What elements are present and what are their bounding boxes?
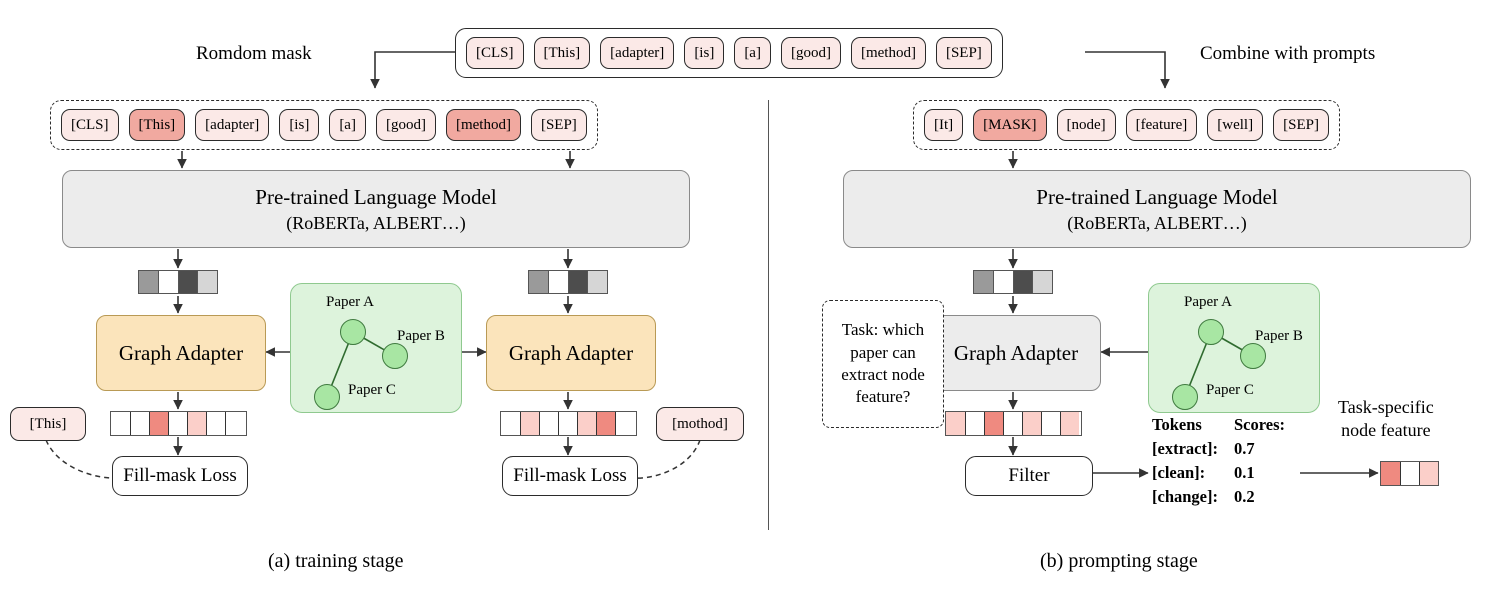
- graph-label-paper-a: Paper A: [326, 294, 374, 310]
- scores-row: [clean]: 0.1: [1152, 463, 1285, 483]
- masked-seq-token[interactable]: [adapter]: [195, 109, 270, 141]
- plm-title: Pre-trained Language Model: [1036, 184, 1278, 209]
- source-sentence-row: [CLS] [This] [adapter] [is] [a] [good] […: [455, 28, 1003, 78]
- score-token: [change]:: [1152, 487, 1218, 506]
- fill-mask-loss-right: Fill-mask Loss: [502, 456, 638, 496]
- masked-seq-token[interactable]: [a]: [329, 109, 366, 141]
- plm-box-training: Pre-trained Language Model (RoBERTa, ALB…: [62, 170, 690, 248]
- graph-node-paper-b[interactable]: [1240, 343, 1266, 369]
- scores-row: [extract]: 0.7: [1152, 439, 1285, 459]
- caption-training-stage: (a) training stage: [268, 550, 404, 572]
- score-value: 0.7: [1234, 439, 1255, 458]
- fill-mask-loss-left: Fill-mask Loss: [112, 456, 248, 496]
- graph-node-paper-a[interactable]: [1198, 319, 1224, 345]
- graph-adapter-left[interactable]: Graph Adapter: [96, 315, 266, 391]
- graph-label-paper-c: Paper C: [348, 382, 396, 398]
- section-divider: [768, 100, 770, 530]
- masked-sequence-row: [CLS] [This] [adapter] [is] [a] [good] […: [50, 100, 598, 150]
- masked-seq-token[interactable]: [is]: [279, 109, 320, 141]
- score-token: [clean]:: [1152, 463, 1206, 482]
- graph-label-paper-c: Paper C: [1206, 382, 1254, 398]
- graph-adapter-prompting[interactable]: Graph Adapter: [931, 315, 1101, 391]
- tsnf-line1: Task-specific: [1338, 397, 1434, 417]
- caption-prompting-stage: (b) prompting stage: [1040, 550, 1198, 572]
- target-token-left[interactable]: [This]: [10, 407, 86, 441]
- graph-node-paper-c[interactable]: [314, 384, 340, 410]
- hidden-embedding-strip-left: [138, 270, 218, 294]
- task-question-box: Task: which paper can extract node featu…: [822, 300, 944, 428]
- citation-graph-panel-prompting: Paper A Paper B Paper C: [1148, 283, 1320, 413]
- prompt-token[interactable]: [feature]: [1125, 109, 1198, 141]
- graph-node-paper-c[interactable]: [1172, 384, 1198, 410]
- source-token[interactable]: [method]: [850, 37, 926, 69]
- plm-subtitle: (RoBERTa, ALBERT…): [286, 212, 466, 233]
- graph-label-paper-a: Paper A: [1184, 294, 1232, 310]
- prompt-token[interactable]: [node]: [1056, 109, 1116, 141]
- masked-seq-token-masked[interactable]: [method]: [445, 109, 521, 141]
- source-token[interactable]: [CLS]: [466, 37, 524, 69]
- source-token[interactable]: [adapter]: [600, 37, 675, 69]
- score-value: 0.1: [1234, 463, 1255, 482]
- hidden-embedding-strip-prompting: [973, 270, 1053, 294]
- scores-header-scores: Scores:: [1234, 415, 1286, 434]
- masked-seq-token[interactable]: [good]: [375, 109, 436, 141]
- graph-adapter-right[interactable]: Graph Adapter: [486, 315, 656, 391]
- graph-node-paper-a[interactable]: [340, 319, 366, 345]
- scores-header-tokens: Tokens: [1152, 415, 1202, 434]
- target-token-right[interactable]: [mothod]: [656, 407, 744, 441]
- output-strip-prompting: [945, 411, 1082, 436]
- scores-row: [change]: 0.2: [1152, 487, 1285, 507]
- score-value: 0.2: [1234, 487, 1255, 506]
- task-specific-node-feature-label: Task-specific node feature: [1338, 396, 1434, 441]
- citation-graph-panel-training: Paper A Paper B Paper C: [290, 283, 462, 413]
- combine-with-prompts-label: Combine with prompts: [1200, 43, 1376, 64]
- plm-title: Pre-trained Language Model: [255, 184, 497, 209]
- task-specific-node-feature-strip: [1380, 461, 1439, 486]
- masked-seq-token[interactable]: [SEP]: [530, 109, 587, 141]
- source-token[interactable]: [SEP]: [935, 37, 992, 69]
- scores-table: Tokens Scores: [extract]: 0.7 [clean]: 0…: [1152, 415, 1285, 507]
- prompt-token[interactable]: [SEP]: [1273, 109, 1329, 141]
- masked-seq-token[interactable]: [CLS]: [61, 109, 119, 141]
- source-token[interactable]: [This]: [533, 37, 591, 69]
- random-mask-label: Romdom mask: [196, 43, 312, 64]
- score-token: [extract]:: [1152, 439, 1218, 458]
- tsnf-line2: node feature: [1341, 419, 1431, 440]
- prompt-sequence-row: [It] [MASK] [node] [feature] [well] [SEP…: [913, 100, 1340, 150]
- plm-box-prompting: Pre-trained Language Model (RoBERTa, ALB…: [843, 170, 1471, 248]
- plm-subtitle: (RoBERTa, ALBERT…): [1067, 212, 1247, 233]
- output-strip-left: [110, 411, 247, 436]
- masked-seq-token-masked[interactable]: [This]: [128, 109, 186, 141]
- source-token[interactable]: [good]: [780, 37, 841, 69]
- source-token[interactable]: [is]: [684, 37, 725, 69]
- hidden-embedding-strip-right: [528, 270, 608, 294]
- output-strip-right: [500, 411, 637, 436]
- prompt-token[interactable]: [well]: [1207, 109, 1264, 141]
- prompt-token[interactable]: [It]: [924, 109, 964, 141]
- graph-label-paper-b: Paper B: [1255, 328, 1303, 344]
- prompt-token-mask[interactable]: [MASK]: [973, 109, 1047, 141]
- filter-box: Filter: [965, 456, 1093, 496]
- graph-label-paper-b: Paper B: [397, 328, 445, 344]
- source-token[interactable]: [a]: [734, 37, 771, 69]
- graph-node-paper-b[interactable]: [382, 343, 408, 369]
